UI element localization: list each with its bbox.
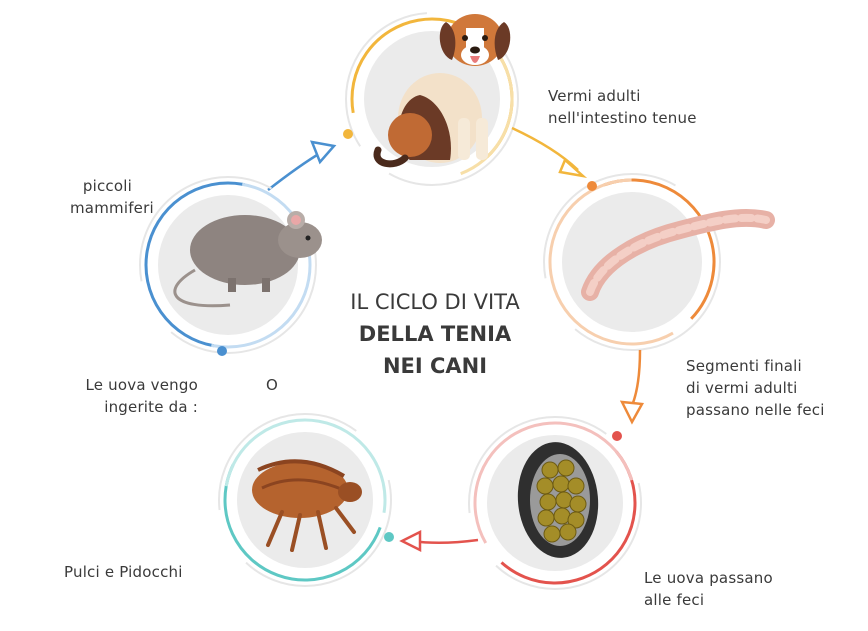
label-line: ingerite da : <box>66 396 198 418</box>
label-or: O <box>266 374 278 396</box>
label-line: mammiferi <box>70 197 132 219</box>
label-line: di vermi adulti <box>686 377 825 399</box>
arrow-worm-to-egg <box>630 350 640 410</box>
label-line: Le uova passano <box>644 567 773 589</box>
label-line: piccoli <box>70 175 132 197</box>
title-line-2: DELLA TENIA <box>320 318 550 350</box>
label-mouse: piccoli mammiferi <box>70 175 132 219</box>
arrowhead-mouse-to-dog <box>312 142 334 162</box>
label-worm: Segmenti finali di vermi adulti passano … <box>686 355 825 421</box>
label-line: Segmenti finali <box>686 355 825 377</box>
diagram-title: IL CICLO DI VITA DELLA TENIA NEI CANI <box>320 286 550 382</box>
label-line: alle feci <box>644 589 773 611</box>
label-egg: Le uova passano alle feci <box>644 567 773 611</box>
worm-stage-circle <box>520 150 744 374</box>
label-ingested-by: Le uova vengo ingerite da : <box>66 374 198 418</box>
label-flea: Pulci e Pidocchi <box>64 561 183 583</box>
label-line: Pulci e Pidocchi <box>64 561 183 583</box>
label-line: Le uova vengo <box>66 374 198 396</box>
label-line: passano nelle feci <box>686 399 825 421</box>
label-line: nell'intestino tenue <box>548 107 697 129</box>
label-line: Vermi adulti <box>548 85 697 107</box>
arrow-mouse-to-dog <box>268 152 322 190</box>
arrow-egg-to-flea <box>412 540 478 543</box>
arrowhead-egg-to-flea <box>402 532 420 550</box>
arrowhead-worm-to-egg <box>622 402 642 422</box>
title-line-1: IL CICLO DI VITA <box>320 286 550 318</box>
title-line-3: NEI CANI <box>320 350 550 382</box>
label-dog: Vermi adulti nell'intestino tenue <box>548 85 697 129</box>
arrowhead-dog-to-worm <box>560 160 583 176</box>
